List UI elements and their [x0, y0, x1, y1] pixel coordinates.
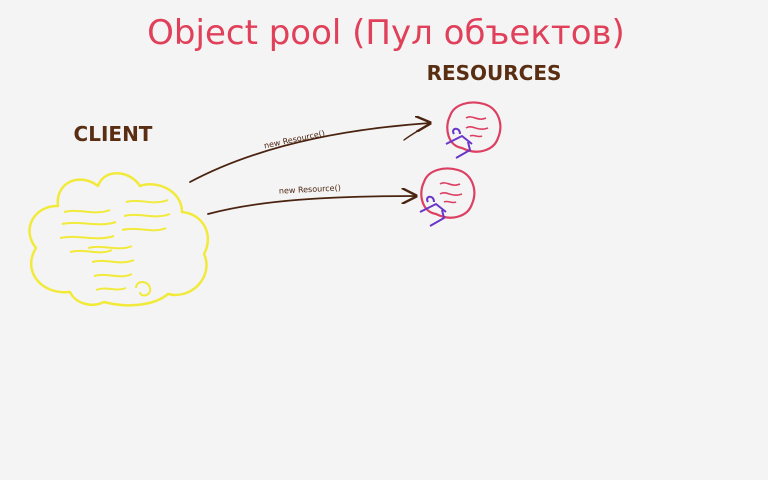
client-cloud-icon	[28, 172, 210, 307]
arrow-1-label: new Resource()	[263, 129, 326, 151]
arrow-1: new Resource()	[189, 123, 430, 183]
resource-1-icon	[445, 101, 502, 159]
arrow-2: new Resource()	[207, 183, 416, 215]
resources-label: RESOURCES	[427, 61, 562, 85]
diagram-title: Object pool (Пул объектов)	[147, 13, 625, 53]
arrow-2-line	[207, 196, 416, 215]
arrow-2-label: new Resource()	[279, 183, 341, 195]
arrow-1-line	[189, 123, 430, 183]
resource-2-icon	[419, 167, 476, 227]
client-label: CLIENT	[74, 122, 153, 146]
